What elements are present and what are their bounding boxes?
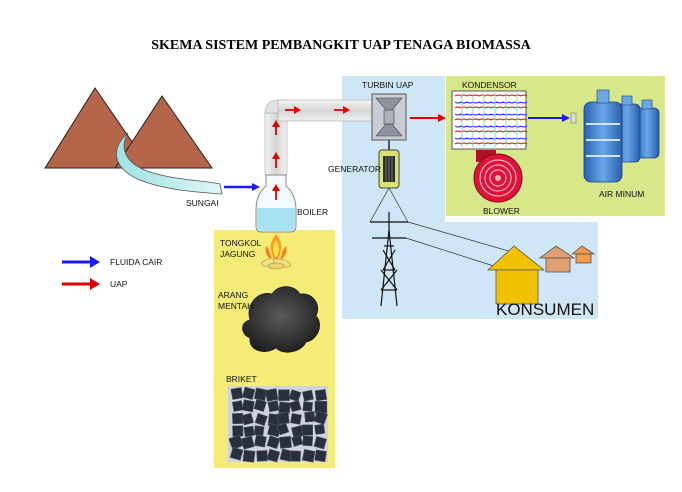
charcoal-icon: [242, 286, 320, 353]
label-boiler: BOILER: [297, 207, 329, 217]
house-medium-icon: [538, 245, 576, 273]
boiler-icon: [255, 174, 297, 233]
label-sungai: SUNGAI: [186, 198, 219, 208]
generator-icon: [378, 149, 400, 189]
label-generator: GENERATOR: [328, 164, 382, 174]
label-konsumen: KONSUMEN: [496, 300, 595, 319]
label-kondensor: KONDENSOR: [462, 80, 517, 90]
legend-steam-arrow: [62, 278, 100, 290]
outlet-nozzle: [570, 112, 577, 124]
river-icon: [116, 132, 223, 195]
label-arang-mentah: ARANG MENTAH: [218, 290, 253, 312]
corn-cob-icon: [260, 257, 292, 270]
house-large-icon: [486, 245, 546, 305]
turbine-icon: [371, 93, 407, 150]
label-tongkol-jagung: TONGKOL JAGUNG: [220, 238, 261, 260]
legend-steam-label: UAP: [110, 279, 128, 289]
legend-fluid-arrow: [62, 256, 100, 268]
steam-arrows-pipe: [272, 106, 350, 168]
condenser-icon: [451, 90, 528, 150]
power-cables: [369, 187, 513, 269]
transmission-tower-icon: [370, 212, 408, 307]
label-arang-line2: MENTAH: [218, 301, 254, 311]
flame-icon: [265, 234, 287, 262]
legend-fluid-label: FLUIDA CAIR: [110, 257, 163, 267]
briquette-icon: [228, 386, 328, 463]
label-air-minum: AIR MINUM: [599, 189, 645, 199]
label-briket: BRIKET: [226, 374, 257, 384]
label-turbin: TURBIN UAP: [362, 80, 414, 90]
label-tongkol-line2: JAGUNG: [220, 249, 256, 259]
water-bottle-icon-1: [583, 89, 623, 183]
label-arang-line1: ARANG: [218, 290, 249, 300]
page-title: SKEMA SISTEM PEMBANGKIT UAP TENAGA BIOMA…: [151, 38, 531, 53]
label-blower: BLOWER: [483, 206, 520, 216]
label-tongkol-line1: TONGKOL: [220, 238, 262, 248]
blower-icon: [473, 150, 523, 203]
mountains-icon: [44, 87, 213, 169]
house-small-icon: [570, 245, 596, 264]
